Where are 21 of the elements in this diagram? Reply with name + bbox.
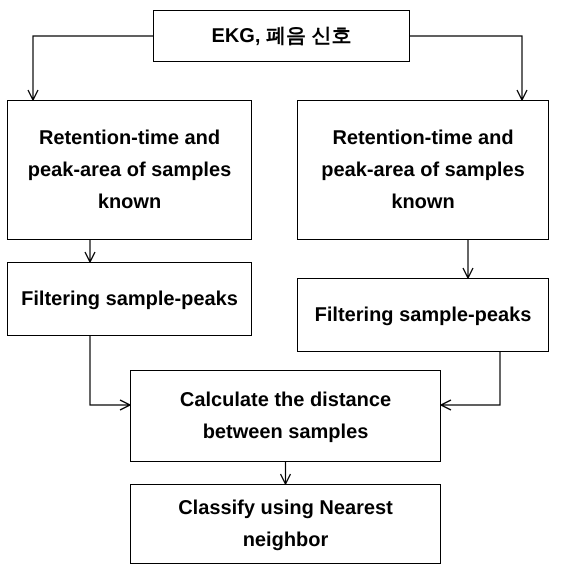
process-box bbox=[297, 100, 549, 240]
box-label: Filtering sample-peaks bbox=[21, 287, 238, 312]
process-box bbox=[153, 10, 410, 62]
box-label: Calculate the distance between samples bbox=[178, 388, 392, 445]
arrow bbox=[440, 352, 501, 411]
box-label: EKG, 폐음 신호 bbox=[211, 24, 352, 49]
process-box bbox=[7, 262, 252, 336]
process-box bbox=[130, 370, 441, 462]
arrow bbox=[89, 336, 131, 411]
arrow bbox=[410, 35, 528, 101]
process-box bbox=[7, 100, 252, 240]
arrow bbox=[84, 240, 96, 263]
arrow bbox=[280, 462, 292, 485]
process-box bbox=[297, 278, 549, 352]
process-box bbox=[130, 484, 441, 564]
box-label: Filtering sample-peaks bbox=[314, 303, 532, 328]
box-label: Retention-time and peak-area of samples known bbox=[320, 126, 526, 215]
arrow bbox=[27, 35, 153, 101]
arrow bbox=[462, 240, 474, 279]
box-label: Retention-time and peak-area of samples known bbox=[26, 126, 232, 215]
box-label: Classify using Nearest neighbor bbox=[177, 496, 394, 553]
